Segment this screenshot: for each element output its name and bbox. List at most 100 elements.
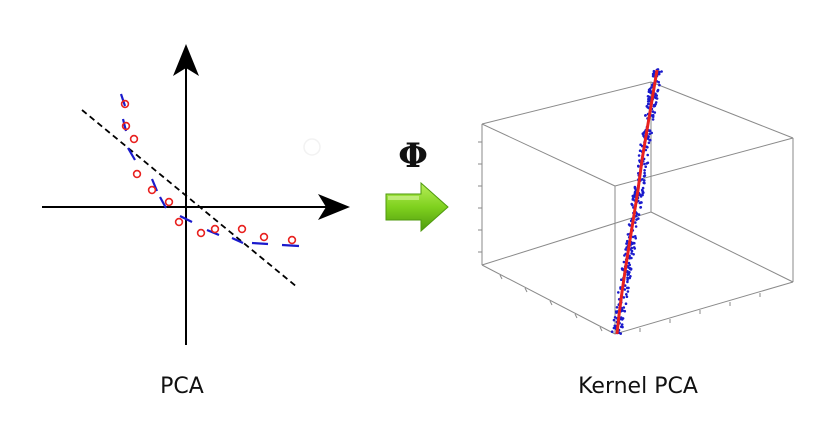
manifold-curve bbox=[615, 69, 659, 335]
manifold-point bbox=[615, 306, 619, 309]
manifold-point bbox=[642, 134, 645, 138]
manifold-point bbox=[626, 278, 629, 282]
box-edge bbox=[614, 137, 794, 187]
projection-segments bbox=[119, 93, 300, 248]
projection-segment bbox=[281, 243, 300, 248]
manifold-point bbox=[626, 280, 629, 284]
manifold-point bbox=[627, 271, 631, 275]
data-point bbox=[196, 228, 206, 238]
manifold-point bbox=[623, 309, 627, 313]
pca-panel: PCA bbox=[42, 44, 350, 399]
manifold-point bbox=[634, 225, 638, 228]
manifold-point bbox=[653, 111, 657, 114]
projection-segment bbox=[119, 93, 127, 107]
manifold-point bbox=[637, 164, 640, 168]
manifold-point bbox=[643, 171, 646, 175]
manifold-point bbox=[648, 98, 651, 102]
manifold-point bbox=[621, 267, 624, 271]
manifold-point bbox=[644, 114, 647, 117]
manifold-point bbox=[612, 326, 616, 330]
manifold-point bbox=[651, 118, 655, 121]
data-point bbox=[120, 99, 130, 109]
manifold-point bbox=[639, 195, 643, 198]
manifold-point bbox=[645, 145, 648, 148]
manifold-point bbox=[631, 197, 635, 200]
manifold-point bbox=[631, 241, 635, 245]
manifold-point bbox=[652, 105, 656, 108]
projection-segment bbox=[231, 236, 244, 245]
manifold-point bbox=[626, 290, 630, 293]
manifold-point bbox=[656, 68, 660, 71]
kernel-pca-caption: Kernel PCA bbox=[578, 374, 698, 399]
manifold-point bbox=[619, 332, 622, 335]
manifold-point bbox=[643, 181, 646, 185]
manifold-point bbox=[657, 80, 660, 84]
manifold-point bbox=[624, 302, 628, 306]
manifold-point bbox=[649, 138, 652, 142]
box-edge bbox=[650, 81, 794, 139]
data-point bbox=[121, 121, 131, 131]
manifold-point bbox=[655, 94, 658, 97]
manifold-point bbox=[643, 162, 646, 166]
manifold-point bbox=[645, 105, 649, 108]
manifold-point bbox=[637, 213, 641, 216]
manifold-point bbox=[634, 221, 637, 224]
manifold-point bbox=[633, 192, 637, 195]
data-point bbox=[132, 169, 142, 179]
manifold-point bbox=[617, 291, 620, 294]
box-edge bbox=[650, 211, 794, 283]
manifold-point bbox=[647, 141, 651, 145]
manifold-point bbox=[648, 87, 652, 91]
faint-circle-artifact bbox=[303, 138, 321, 156]
manifold-point bbox=[658, 70, 661, 74]
box-edge bbox=[481, 81, 652, 125]
manifold-point bbox=[641, 191, 645, 195]
manifold-point bbox=[632, 253, 635, 256]
pca-axes bbox=[42, 44, 350, 345]
manifold-point bbox=[640, 188, 644, 192]
manifold-point bbox=[629, 268, 633, 271]
manifold-point bbox=[660, 70, 663, 73]
data-point bbox=[259, 232, 269, 242]
manifold-point bbox=[646, 153, 649, 157]
manifold-point bbox=[654, 103, 657, 106]
manifold-point bbox=[627, 223, 631, 226]
principal-direction-line bbox=[81, 109, 298, 288]
manifold-point bbox=[633, 186, 637, 190]
data-point bbox=[129, 134, 139, 144]
manifold-point bbox=[625, 239, 629, 243]
manifold-point bbox=[625, 293, 628, 296]
manifold-point bbox=[637, 154, 641, 157]
manifold-point bbox=[648, 95, 651, 99]
manifold-point bbox=[624, 248, 627, 251]
manifold-point bbox=[629, 275, 632, 278]
manifold-point bbox=[632, 246, 636, 249]
manifold-point bbox=[630, 252, 633, 255]
mapping: Φ bbox=[385, 136, 449, 233]
manifold-point bbox=[621, 317, 625, 320]
manifold-point bbox=[646, 102, 650, 106]
manifold-point bbox=[612, 318, 616, 322]
projection-segment bbox=[159, 196, 167, 209]
manifold-point bbox=[648, 132, 651, 136]
projection-segment bbox=[179, 215, 193, 223]
projection-segment bbox=[127, 147, 136, 161]
data-point bbox=[237, 224, 247, 234]
pca-y-axis-arrowhead bbox=[173, 44, 199, 76]
manifold-point bbox=[630, 202, 633, 206]
manifold-point bbox=[638, 149, 642, 152]
box-edge bbox=[481, 264, 616, 335]
box-edge bbox=[481, 123, 616, 187]
data-point bbox=[210, 224, 220, 234]
manifold-point bbox=[651, 115, 655, 118]
box-ticks bbox=[478, 141, 761, 332]
manifold-point bbox=[623, 288, 627, 291]
box-edge bbox=[481, 211, 652, 266]
data-point bbox=[174, 217, 184, 227]
manifold-point bbox=[635, 218, 638, 221]
data-points bbox=[120, 99, 297, 245]
pca-x-axis-arrowhead bbox=[318, 194, 350, 220]
manifold-point bbox=[650, 131, 653, 135]
green-right-arrow-icon bbox=[385, 181, 449, 233]
